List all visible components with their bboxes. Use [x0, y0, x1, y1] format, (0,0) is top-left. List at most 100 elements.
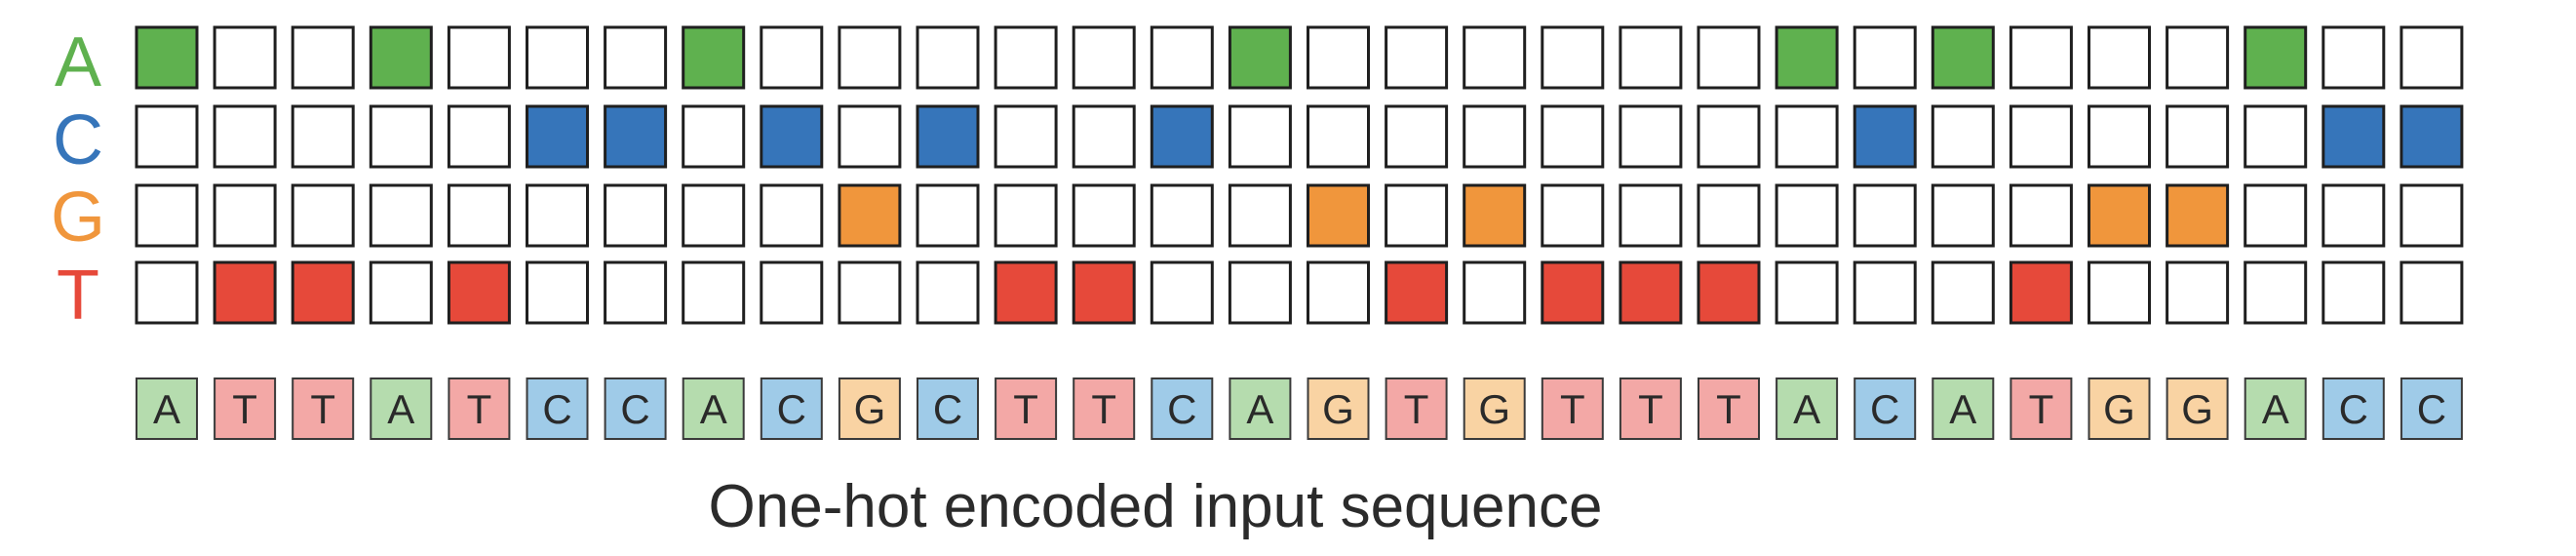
one-hot-cell-empty	[604, 25, 668, 90]
one-hot-cell-empty	[682, 260, 746, 325]
one-hot-cell-empty	[447, 104, 511, 169]
one-hot-cell-active	[1541, 260, 1605, 325]
sequence-letter: T	[1716, 386, 1741, 432]
one-hot-cell-empty	[838, 25, 902, 90]
one-hot-cell-active	[291, 260, 355, 325]
one-hot-cell-active	[2244, 25, 2308, 90]
one-hot-cell-empty	[1697, 183, 1761, 248]
sequence-letter: T	[2029, 386, 2054, 432]
one-hot-cell-active	[2322, 104, 2386, 169]
one-hot-cell-empty	[1150, 25, 1214, 90]
sequence-cell: G	[838, 377, 901, 440]
one-hot-cell-empty	[1541, 104, 1605, 169]
one-hot-cell-empty	[2322, 183, 2386, 248]
one-hot-cell-active	[1385, 260, 1449, 325]
one-hot-cell-active	[1619, 260, 1683, 325]
sequence-letter: C	[777, 386, 806, 432]
sequence-cell: G	[1463, 377, 1526, 440]
sequence-cell-box	[917, 377, 979, 440]
one-hot-cell-empty	[682, 104, 746, 169]
one-hot-cell-empty	[447, 183, 511, 248]
sequence-letter: T	[1013, 386, 1038, 432]
one-hot-cell-empty	[1541, 183, 1605, 248]
sequence-cell: A	[136, 377, 198, 440]
sequence-letter: T	[232, 386, 257, 432]
one-hot-cell-empty	[2244, 260, 2308, 325]
row-label-g: G	[51, 179, 105, 257]
one-hot-cell-empty	[2088, 25, 2151, 90]
sequence-cell: C	[917, 377, 979, 440]
row-label-t: T	[57, 257, 99, 335]
sequence-letter: A	[2262, 386, 2289, 432]
one-hot-cell-empty	[2009, 183, 2073, 248]
sequence-cell: T	[1073, 377, 1136, 440]
sequence-cell: T	[292, 377, 355, 440]
sequence-cell: C	[1151, 377, 1214, 440]
one-hot-cell-empty	[1853, 25, 1917, 90]
one-hot-cell-empty	[1228, 183, 1292, 248]
sequence-cell: C	[2322, 377, 2385, 440]
sequence-cell-box	[292, 377, 355, 440]
one-hot-cell-active	[994, 260, 1058, 325]
sequence-letter: A	[153, 386, 180, 432]
one-hot-cell-active	[838, 183, 902, 248]
one-hot-cell-empty	[2009, 104, 2073, 169]
one-hot-cell-active	[1463, 183, 1527, 248]
one-hot-cell-empty	[2244, 104, 2308, 169]
one-hot-cell-empty	[1307, 104, 1370, 169]
one-hot-cell-empty	[1697, 104, 1761, 169]
sequence-cell: C	[526, 377, 589, 440]
one-hot-cell-empty	[682, 183, 746, 248]
one-hot-cell-empty	[1385, 183, 1449, 248]
one-hot-cell-empty	[526, 183, 589, 248]
one-hot-cell-empty	[1931, 260, 1995, 325]
sequence-cell: C	[2400, 377, 2463, 440]
sequence-letter: T	[1638, 386, 1663, 432]
one-hot-matrix	[135, 25, 2464, 325]
one-hot-cell-empty	[1931, 183, 1995, 248]
one-hot-cell-empty	[1228, 104, 1292, 169]
one-hot-cell-empty	[1541, 25, 1605, 90]
one-hot-cell-empty	[1150, 260, 1214, 325]
one-hot-cell-empty	[1775, 104, 1839, 169]
one-hot-cell-empty	[838, 104, 902, 169]
one-hot-cell-empty	[1385, 25, 1449, 90]
one-hot-cell-active	[1307, 183, 1370, 248]
sequence-cell: A	[1776, 377, 1839, 440]
sequence-cell-box	[1619, 377, 1682, 440]
one-hot-cell-empty	[916, 183, 980, 248]
sequence-cell: A	[682, 377, 745, 440]
sequence-letter: C	[1167, 386, 1196, 432]
one-hot-cell-empty	[1228, 260, 1292, 325]
row-label-c: C	[53, 101, 103, 179]
sequence-cell-box	[2322, 377, 2385, 440]
one-hot-cell-empty	[2088, 260, 2151, 325]
one-hot-cell-empty	[760, 183, 824, 248]
sequence-cell-box	[604, 377, 667, 440]
sequence-cell-box	[2400, 377, 2463, 440]
one-hot-cell-empty	[291, 183, 355, 248]
one-hot-cell-empty	[1775, 260, 1839, 325]
sequence-cell: T	[448, 377, 511, 440]
one-hot-cell-empty	[2400, 183, 2464, 248]
sequence-cell-box	[682, 377, 745, 440]
one-hot-cell-empty	[994, 183, 1058, 248]
one-hot-cell-empty	[291, 104, 355, 169]
one-hot-cell-empty	[1853, 183, 1917, 248]
row-label-a: A	[55, 23, 101, 101]
one-hot-cell-active	[2009, 260, 2073, 325]
one-hot-cell-active	[682, 25, 746, 90]
sequence-cell: A	[1229, 377, 1292, 440]
diagram-caption: One-hot encoded input sequence	[709, 473, 1603, 540]
sequence-cell: C	[1854, 377, 1917, 440]
sequence-letter: A	[1793, 386, 1820, 432]
one-hot-cell-active	[1072, 260, 1136, 325]
sequence-cell-box	[760, 377, 823, 440]
sequence-cell: A	[1932, 377, 1995, 440]
sequence-cell: A	[2244, 377, 2307, 440]
sequence-cell-box	[1463, 377, 1526, 440]
matrix-row-a	[135, 25, 2464, 90]
one-hot-cell-empty	[1619, 104, 1683, 169]
one-hot-cell-empty	[1931, 104, 1995, 169]
one-hot-cell-empty	[1775, 183, 1839, 248]
